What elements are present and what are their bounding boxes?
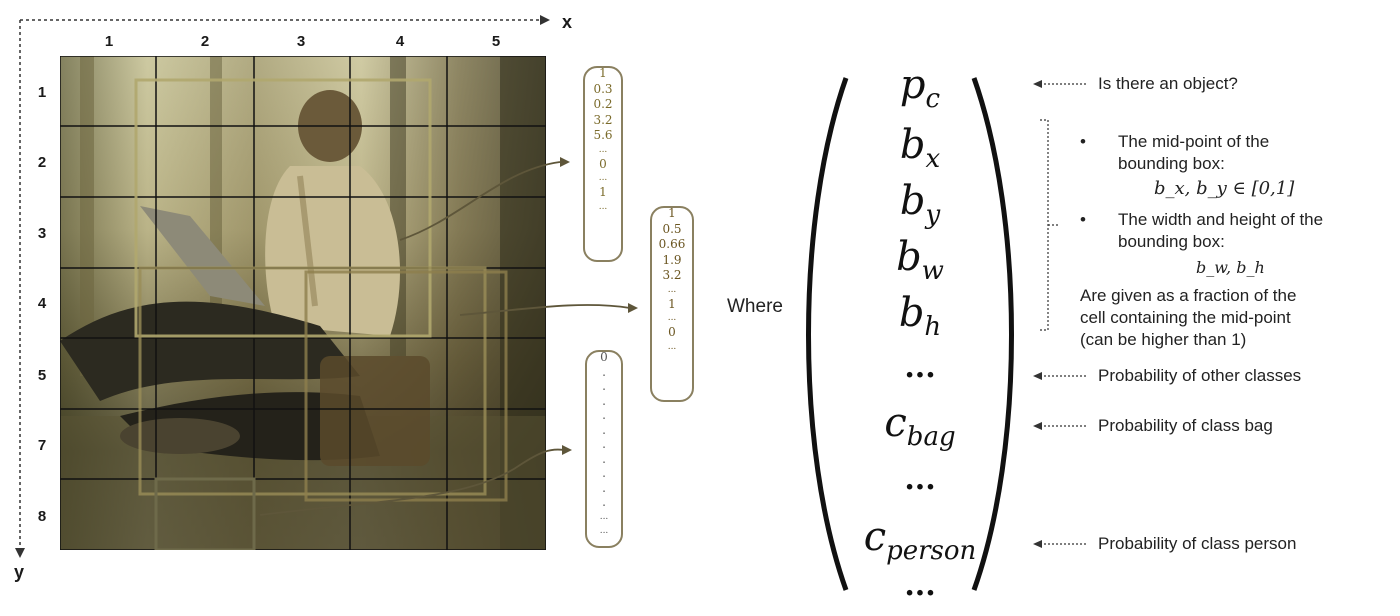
- vector-b-value: 0.66: [658, 237, 686, 251]
- brace-bounding-box: [1040, 119, 1058, 331]
- vector-c-value: .: [602, 379, 606, 393]
- vector-b-value: 1: [668, 206, 676, 220]
- vector-a-value: 3.2: [593, 112, 613, 127]
- vector-a-value: ...: [598, 173, 608, 183]
- vector-c-value: 0: [600, 350, 608, 364]
- annotation-wh-line2: bounding box:: [1118, 232, 1225, 251]
- vector-c-value: .: [602, 393, 606, 408]
- bullet-midpoint: •: [1080, 132, 1086, 151]
- column-label-4: 4: [395, 33, 405, 50]
- vector-b-bracket: [650, 206, 694, 402]
- vector-c-value: .: [602, 451, 606, 466]
- vector-c-value: .: [602, 422, 606, 437]
- annotation-midpoint-line1: The mid-point of the: [1118, 132, 1270, 151]
- y-axis-label: y: [14, 562, 25, 582]
- bullet-width-height: •: [1080, 210, 1086, 229]
- annotation-other-classes: Probability of other classes: [1098, 366, 1302, 385]
- vector-c-value: .: [602, 480, 606, 495]
- vector-c-value: .: [602, 466, 606, 480]
- vector-b-value: ...: [667, 313, 677, 323]
- vector-a-value: 0: [599, 156, 607, 171]
- vector-b-value: 3.2: [662, 268, 682, 282]
- photo-illustration: [60, 56, 546, 550]
- vector-b-value: 0: [668, 325, 676, 339]
- vector-a-value: 1: [599, 185, 607, 199]
- symbol-b-w: bw: [896, 234, 944, 286]
- annotation-midpoint-formula: b_x, b_y ∈ [0,1]: [1154, 178, 1295, 199]
- x-axis-arrow: [20, 15, 550, 25]
- vector-b-value: ...: [667, 341, 677, 352]
- annotation-fraction-line2: cell containing the mid-point: [1080, 308, 1291, 327]
- column-label-5: 5: [491, 33, 501, 50]
- annotation-midpoint-line2: bounding box:: [1118, 154, 1225, 173]
- vector-a-values: 1 0.3 0.2 3.2 5.6 ... 0 ... 1 ...: [583, 66, 623, 214]
- vector-b-value: 1.9: [662, 252, 682, 267]
- row-label-2: 2: [37, 154, 47, 171]
- vector-b-values: 1 0.5 0.66 1.9 3.2 ... 1 ... 0 ...: [650, 206, 694, 354]
- row-label-3: 3: [37, 225, 47, 242]
- vector-c-value: .: [602, 495, 606, 509]
- ellipsis-3: ...: [904, 568, 936, 603]
- annotation-fraction-line1: Are given as a fraction of the: [1080, 286, 1297, 305]
- vector-c-value: .: [602, 437, 606, 451]
- vector-b-value: 1: [668, 296, 676, 311]
- arrow-to-vector-c: [259, 448, 565, 516]
- symbol-c-bag: cbag: [884, 400, 956, 452]
- annotation-object: Is there an object?: [1098, 74, 1238, 93]
- symbol-c-person: cperson: [863, 514, 977, 566]
- column-label-3: 3: [296, 33, 306, 50]
- vector-c-values: 0 . . . . . . . . . . ... ...: [585, 350, 623, 539]
- annotation-class-bag: Probability of class bag: [1098, 416, 1273, 435]
- where-label: Where: [727, 296, 783, 317]
- annotation-fraction-line3: (can be higher than 1): [1080, 330, 1247, 349]
- annotation-class-person: Probability of class person: [1098, 534, 1297, 553]
- symbol-b-h: bh: [898, 290, 942, 342]
- vector-b-value: 0.5: [662, 221, 682, 236]
- ellipsis-2: ...: [904, 462, 936, 497]
- vector-c-value: ...: [599, 511, 609, 522]
- symbol-p-c: pc: [899, 62, 941, 114]
- arrow-to-vector-b: [459, 304, 631, 316]
- row-label-4: 4: [37, 295, 47, 312]
- person-photo: [60, 56, 546, 550]
- vector-c-bracket: [585, 350, 623, 548]
- column-label-1: 1: [104, 33, 114, 50]
- vector-a-value: 1: [599, 66, 607, 80]
- vector-a-value: ...: [598, 201, 608, 212]
- left-paren: [806, 77, 849, 591]
- vector-c-value: ...: [599, 526, 609, 536]
- vector-a-bracket: [583, 66, 623, 262]
- output-vector-brackets: [806, 77, 1014, 591]
- ellipsis-1: ...: [904, 350, 936, 385]
- vector-a-value: 5.6: [593, 128, 613, 142]
- annotation-wh-line1: The width and height of the: [1118, 210, 1324, 229]
- vector-c-value: .: [602, 364, 606, 379]
- arrow-to-vector-a: [399, 161, 561, 241]
- row-label-5: 5: [37, 367, 47, 384]
- vector-a-value: 0.2: [593, 97, 613, 111]
- symbol-b-y: by: [899, 178, 941, 230]
- vector-c-value: .: [602, 408, 606, 422]
- annotation-wh-formula: b_w, b_h: [1196, 258, 1265, 277]
- row-label-7: 7: [37, 437, 47, 454]
- vector-b-value: ...: [667, 284, 677, 295]
- column-label-2: 2: [200, 33, 210, 50]
- vector-a-value: ...: [598, 144, 608, 155]
- y-axis-arrow: [15, 20, 25, 558]
- row-label-1: 1: [37, 84, 47, 101]
- row-label-8: 8: [37, 508, 47, 525]
- symbol-b-x: bx: [899, 122, 941, 174]
- x-axis-label: x: [562, 12, 573, 32]
- vector-a-value: 0.3: [593, 81, 613, 96]
- right-paren: [971, 77, 1014, 591]
